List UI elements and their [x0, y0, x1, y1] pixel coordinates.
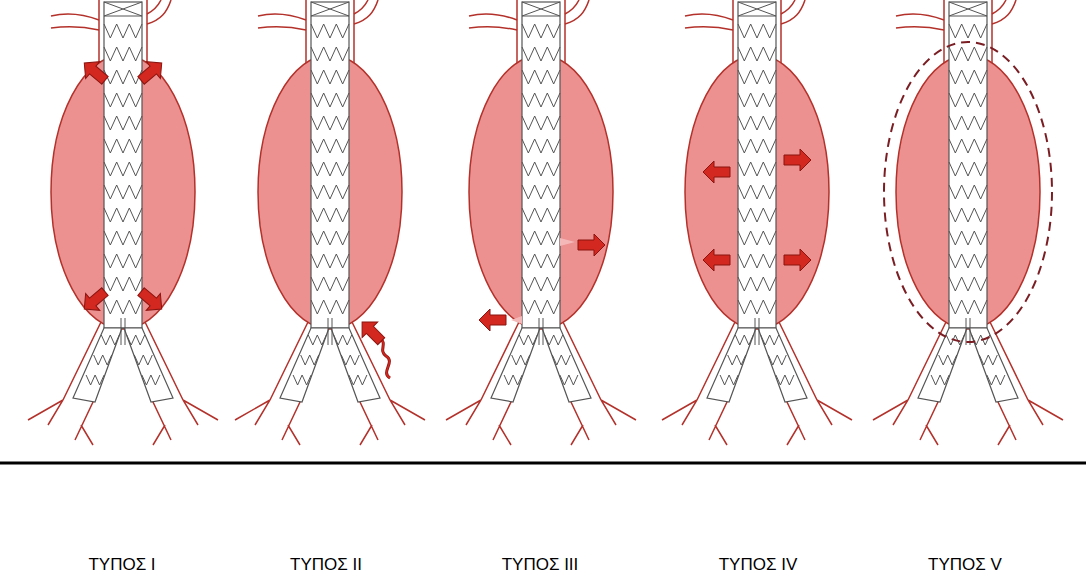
stent-graft-panel: [873, 0, 1063, 445]
type-label: ΤΥΠΟΣ IV: [719, 555, 798, 575]
type-label: ΤΥΠΟΣ I: [88, 555, 155, 575]
type-label: ΤΥΠΟΣ III: [502, 555, 579, 575]
type-label: ΤΥΠΟΣ V: [928, 555, 1002, 575]
stent-graft-panel: [662, 0, 852, 445]
type-label: ΤΥΠΟΣ II: [290, 555, 362, 575]
stent-graft-panel: [235, 0, 425, 445]
stent-graft-panel: [28, 0, 218, 445]
stent-graft-panel: [446, 0, 636, 445]
